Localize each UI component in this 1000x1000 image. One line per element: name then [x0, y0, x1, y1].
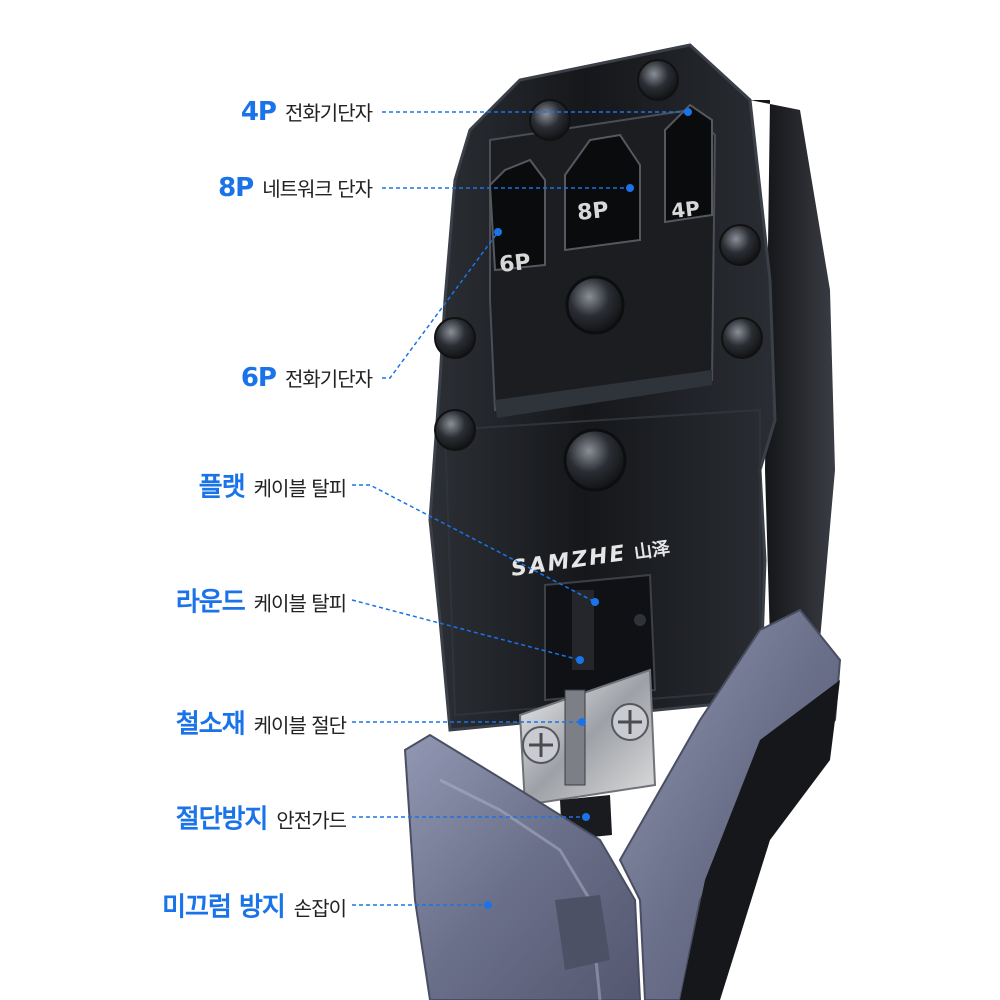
callout-highlight: 철소재 — [175, 709, 246, 740]
callout-desc: 케이블 절단 — [253, 713, 347, 738]
handle-right — [618, 608, 842, 1000]
callout-highlight: 플랫 — [198, 472, 246, 503]
die-label-6p: 6P — [498, 250, 532, 278]
bolts — [434, 59, 763, 492]
callout-flat-strip: 플랫 케이블 탈피 — [198, 467, 347, 504]
stripper-slot — [544, 573, 657, 702]
bolt — [529, 99, 571, 141]
callout-highlight: 8P — [218, 173, 254, 203]
callout-6p-phone: 6P 전화기단자 — [240, 363, 373, 393]
callout-nonslip-grip: 미끄럼 방지 손잡이 — [162, 887, 347, 924]
callout-desc: 케이블 탈피 — [253, 476, 347, 501]
die-label-4p: 4P — [670, 196, 701, 223]
callout-8p-network: 8P 네트워크 단자 — [218, 173, 373, 203]
leader-line-flat — [352, 484, 596, 603]
bolt — [434, 409, 476, 451]
handle-left — [403, 733, 642, 1000]
die-slot-4p: 4P — [664, 103, 713, 224]
bolt — [721, 317, 763, 359]
callout-highlight: 4P — [240, 97, 277, 127]
callout-desc: 전화기단자 — [285, 101, 373, 125]
callout-desc: 손잡이 — [293, 896, 347, 921]
callout-desc: 전화기단자 — [285, 367, 373, 391]
cutting-blade — [518, 668, 657, 807]
callout-round-strip: 라운드 케이블 탈피 — [175, 582, 347, 619]
leader-line-round — [351, 599, 581, 661]
callout-desc: 네트워크 단자 — [262, 177, 373, 201]
bolt — [637, 59, 679, 101]
tool-side-plate — [750, 100, 835, 640]
brand-name-cjk: 山泽 — [633, 538, 672, 564]
callout-highlight: 라운드 — [175, 587, 246, 618]
callout-highlight: 6P — [240, 363, 277, 393]
bolt — [719, 224, 761, 266]
bolt — [434, 317, 476, 359]
callout-desc: 안전가드 — [276, 808, 347, 833]
callout-steel-cut: 철소재 케이블 절단 — [175, 704, 347, 741]
die-label-8p: 8P — [576, 198, 610, 226]
callout-highlight: 미끄럼 방지 — [162, 892, 286, 923]
callout-highlight: 절단방지 — [175, 804, 269, 835]
callout-4p-phone: 4P 전화기단자 — [240, 97, 373, 127]
pivot-bolt — [565, 275, 625, 335]
pivot-bolt — [563, 428, 627, 492]
callout-desc: 케이블 탈피 — [253, 591, 347, 616]
die-slot-8p: 8P — [564, 133, 641, 252]
callout-safety-guard: 절단방지 안전가드 — [175, 799, 347, 836]
leader-lines — [351, 108, 692, 909]
leader-line-6p — [382, 231, 499, 379]
die-slot-6p: 6P — [488, 158, 546, 278]
